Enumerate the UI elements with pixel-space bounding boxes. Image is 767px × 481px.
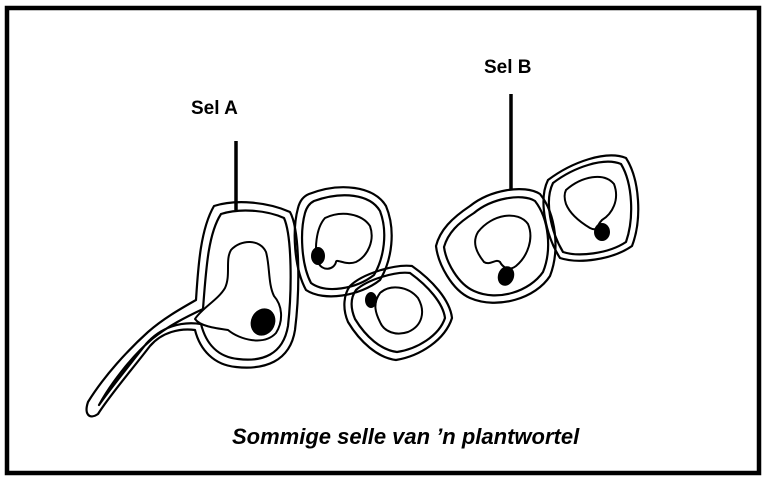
cell-a-label: Sel A	[191, 98, 238, 119]
cell-3-nucleus	[365, 292, 377, 308]
diagram-caption: Sommige selle van ’n plantwortel	[232, 424, 580, 449]
cell-3-outer-wall	[344, 266, 452, 360]
root-cell-b	[436, 189, 555, 303]
cell-5-inner-wall	[549, 162, 631, 255]
cell-5-vacuole	[565, 177, 617, 229]
cell-2-nucleus	[311, 247, 325, 265]
cell-5-nucleus	[594, 223, 610, 241]
root-cell-5	[544, 155, 639, 260]
cell-3-vacuole	[375, 287, 422, 333]
cell-3-inner-wall	[352, 273, 445, 352]
root-cell-3	[344, 266, 452, 360]
root-cell-2	[295, 187, 392, 296]
cell-2-vacuole	[316, 214, 372, 269]
diagram-border	[7, 8, 759, 473]
cell-b-label: Sel B	[484, 57, 532, 78]
cell-b-inner-wall	[444, 197, 548, 295]
root-hair-cell-a	[87, 202, 299, 416]
cell-b-vacuole	[475, 216, 530, 269]
